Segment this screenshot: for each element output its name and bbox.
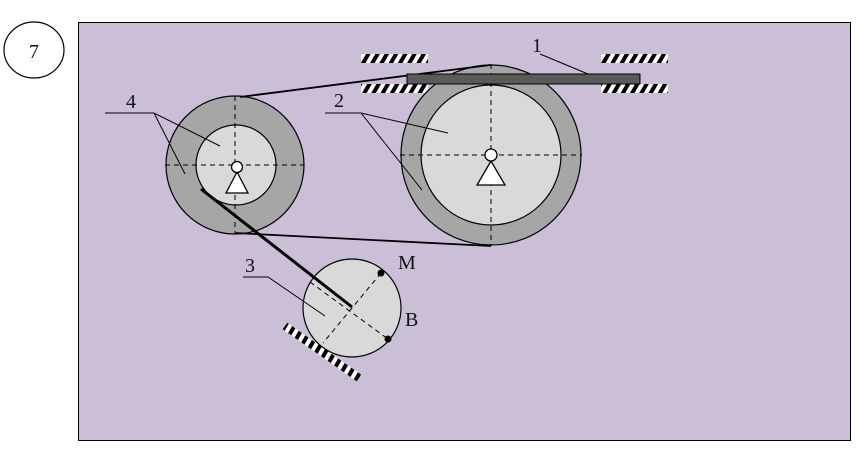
disc-3 — [302, 258, 402, 358]
label-rack-1: 1 — [532, 35, 542, 57]
leader-lines — [105, 53, 589, 317]
label-pulley-2: 2 — [334, 90, 344, 112]
label-pulley-4: 4 — [126, 91, 136, 113]
belt — [234, 64, 492, 247]
connecting-rod — [200, 187, 353, 309]
pivot-support-icon — [224, 148, 507, 194]
inclined-ground — [282, 322, 362, 382]
rack-1 — [406, 73, 641, 85]
label-point-b: B — [405, 309, 418, 331]
label-point-m: M — [398, 252, 416, 274]
point-b-marker — [384, 335, 392, 343]
problem-number-badge: 7 — [3, 21, 65, 79]
problem-number: 7 — [29, 41, 39, 63]
point-m-marker — [377, 269, 385, 277]
label-disc-3: 3 — [245, 255, 255, 277]
rack-guides — [361, 54, 668, 93]
